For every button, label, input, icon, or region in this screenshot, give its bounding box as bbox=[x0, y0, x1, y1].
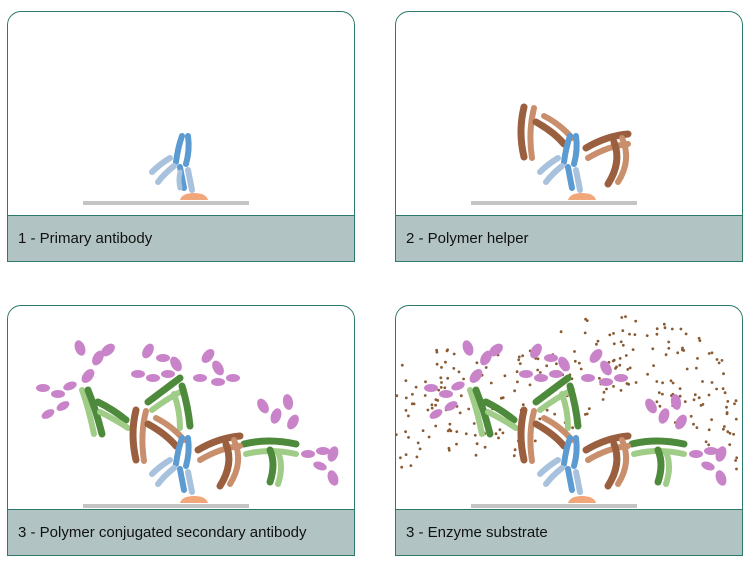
polymer-helper-antibodies bbox=[517, 103, 632, 188]
substrate-dots bbox=[396, 315, 739, 471]
antigen bbox=[180, 193, 208, 200]
panel-1-illustration bbox=[83, 133, 249, 205]
caption: 3 - Polymer conjugated secondary antibod… bbox=[8, 509, 354, 555]
caption: 1 - Primary antibody bbox=[8, 215, 354, 261]
panel-2-illustration bbox=[471, 103, 637, 205]
surface bbox=[83, 201, 249, 205]
surface bbox=[471, 201, 637, 205]
antigen bbox=[568, 193, 596, 200]
antigen bbox=[568, 496, 596, 503]
enzyme-molecules bbox=[424, 340, 727, 486]
primary-antibody bbox=[149, 435, 195, 495]
surface bbox=[471, 504, 637, 508]
primary-antibody bbox=[537, 133, 583, 193]
surface bbox=[83, 504, 249, 508]
panel-polymer-helper: 2 - Polymer helper bbox=[395, 11, 743, 262]
caption: 3 - Enzyme substrate bbox=[396, 509, 742, 555]
panel-primary-antibody: 1 - Primary antibody bbox=[7, 11, 355, 262]
panel-4-illustration bbox=[396, 315, 739, 508]
secondary-antibodies bbox=[467, 374, 688, 487]
primary-antibody bbox=[537, 435, 583, 495]
panel-3-illustration bbox=[36, 340, 339, 508]
caption: 2 - Polymer helper bbox=[396, 215, 742, 261]
primary-antibody bbox=[149, 133, 195, 193]
secondary-antibodies bbox=[79, 374, 300, 487]
panel-enzyme-substrate: 3 - Enzyme substrate bbox=[395, 305, 743, 556]
enzyme-molecules bbox=[36, 340, 339, 486]
panel-polymer-secondary: 3 - Polymer conjugated secondary antibod… bbox=[7, 305, 355, 556]
antigen bbox=[180, 496, 208, 503]
